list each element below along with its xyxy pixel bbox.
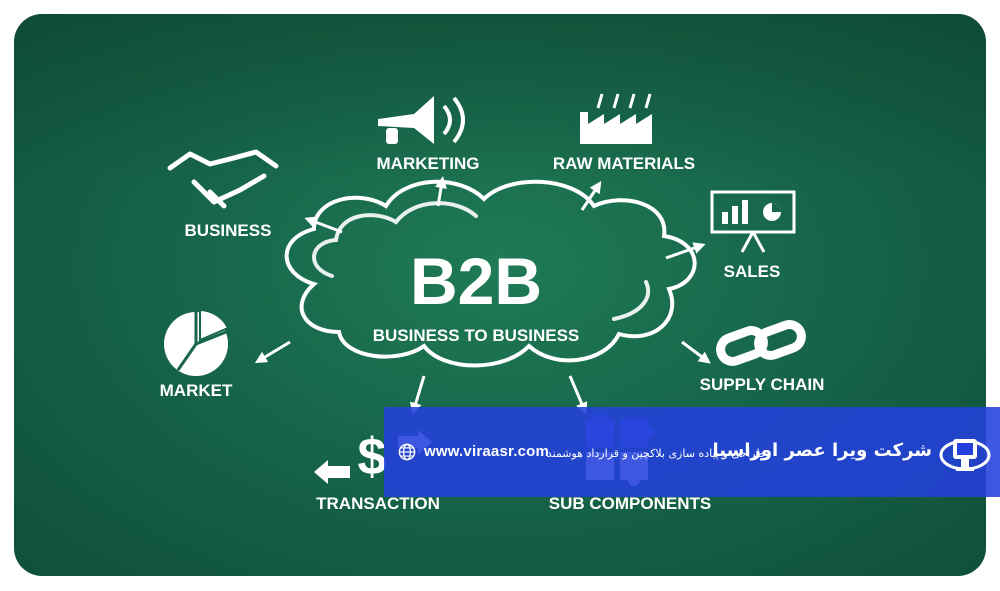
arrow-sales xyxy=(665,242,706,260)
diagram-card: B2B BUSINESS TO BUSINESS MARKETING RAW M… xyxy=(14,14,986,576)
factory-icon xyxy=(580,93,652,144)
arrow-supply-chain xyxy=(681,340,711,364)
arrow-sub-components xyxy=(568,375,588,415)
center-subtitle: BUSINESS TO BUSINESS xyxy=(373,326,580,345)
company-name: شرکت ویرا عصر اوراسیا xyxy=(712,440,932,461)
cloud-shape xyxy=(284,179,697,368)
arrow-business xyxy=(304,216,343,234)
node-label-sales: SALES xyxy=(724,262,781,281)
node-label-supply-chain: SUPPLY CHAIN xyxy=(700,375,825,394)
node-label-raw-materials: RAW MATERIALS xyxy=(553,154,695,173)
arrow-market xyxy=(254,340,291,364)
node-label-marketing: MARKETING xyxy=(377,154,480,173)
globe-icon xyxy=(398,443,416,461)
node-label-market: MARKET xyxy=(160,381,233,400)
website-link[interactable]: www.viraasr.com xyxy=(424,443,550,460)
node-label-sub-components: SUB COMPONENTS xyxy=(549,494,711,513)
b2b-diagram: B2B BUSINESS TO BUSINESS MARKETING RAW M… xyxy=(160,93,825,513)
pie-chart-icon xyxy=(164,308,230,376)
svg-text:$: $ xyxy=(358,428,387,486)
node-label-transaction: TRANSACTION xyxy=(316,494,440,513)
company-logo-icon xyxy=(939,439,991,471)
chain-link-icon xyxy=(716,320,806,366)
handshake-icon xyxy=(167,149,279,209)
node-label-business: BUSINESS xyxy=(185,221,272,240)
presentation-chart-icon xyxy=(710,190,796,253)
megaphone-icon xyxy=(378,96,465,144)
company-tagline: طراحی و پیاده سازی بلاکچین و قرارداد هوش… xyxy=(546,447,765,460)
company-banner: www.viraasr.com طراحی و پیاده سازی بلاکچ… xyxy=(384,407,1000,497)
arrow-marketing xyxy=(435,176,447,207)
center-title: B2B xyxy=(410,244,542,318)
connector-arrows xyxy=(254,176,711,415)
arrow-raw-materials xyxy=(580,181,602,211)
arrow-transaction xyxy=(409,375,426,415)
